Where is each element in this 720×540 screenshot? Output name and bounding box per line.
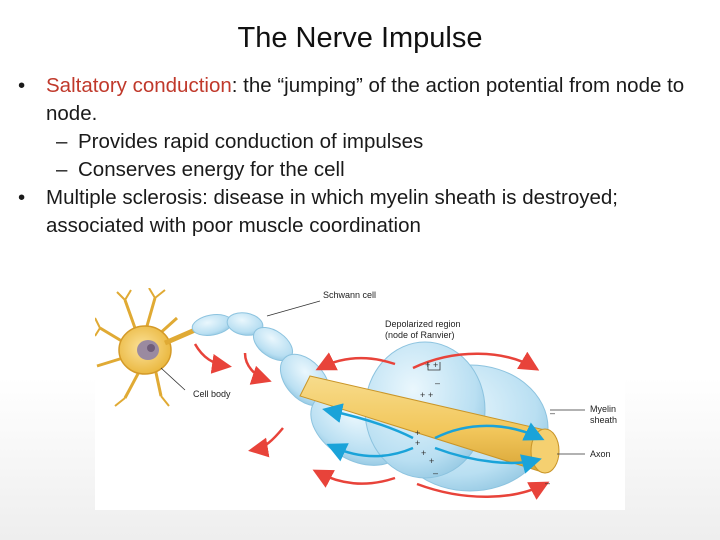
svg-text:+: + — [420, 390, 425, 400]
svg-text:+: + — [428, 390, 433, 400]
bullet-multiple-sclerosis: • Multiple sclerosis: disease in which m… — [18, 184, 708, 240]
bullet-text-saltatory: : the “jumping” of the action potential … — [46, 74, 685, 125]
sub-bullet-rapid: – Provides rapid conduction of impulses — [18, 128, 708, 156]
svg-text:+: + — [421, 448, 426, 458]
svg-text:+: + — [429, 456, 434, 466]
red-arrows — [193, 343, 550, 500]
nerve-impulse-figure: ++ ++ ++ –– –– ++ Schwann cell Depolariz… — [95, 288, 625, 510]
label-depolarized-region: Depolarized region — [385, 319, 461, 329]
svg-text:–: – — [550, 408, 555, 418]
sub-bullet-text-energy: Conserves energy for the cell — [78, 158, 345, 181]
label-node-of-ranvier: (node of Ranvier) — [385, 330, 455, 340]
label-cell-body: Cell body — [193, 389, 231, 399]
label-myelin: Myelin — [590, 404, 616, 414]
cell-body-shape — [95, 288, 179, 407]
blue-arrows — [322, 403, 545, 474]
bullet-list: • Saltatory conduction: the “jumping” of… — [18, 72, 708, 240]
axon-hillock — [164, 327, 196, 346]
sub-bullet-energy: – Conserves energy for the cell — [18, 156, 708, 184]
svg-text:–: – — [433, 468, 438, 478]
svg-text:+: + — [433, 360, 438, 370]
bullet-saltatory: • Saltatory conduction: the “jumping” of… — [18, 72, 708, 128]
slide-title: The Nerve Impulse — [237, 22, 483, 54]
nerve-illustration: ++ ++ ++ –– –– ++ Schwann cell Depolariz… — [95, 288, 617, 500]
bullet-dot: • — [18, 186, 26, 209]
dash-glyph: – — [56, 130, 68, 153]
leader-lines — [160, 300, 585, 455]
label-schwann-cell: Schwann cell — [323, 290, 376, 300]
term-saltatory-conduction: Saltatory conduction — [46, 74, 232, 97]
label-sheath: sheath — [590, 415, 617, 425]
svg-text:–: – — [545, 478, 550, 488]
sub-bullet-text-rapid: Provides rapid conduction of impulses — [78, 130, 424, 153]
svg-text:+: + — [415, 428, 420, 438]
svg-text:–: – — [435, 378, 440, 388]
bullet-dot: • — [18, 74, 26, 97]
label-axon: Axon — [590, 449, 611, 459]
charge-signs: ++ ++ ++ –– –– ++ — [415, 360, 555, 488]
dash-glyph: – — [56, 158, 68, 181]
svg-text:+: + — [415, 438, 420, 448]
bullet-text-ms: Multiple sclerosis: disease in which mye… — [46, 186, 618, 237]
